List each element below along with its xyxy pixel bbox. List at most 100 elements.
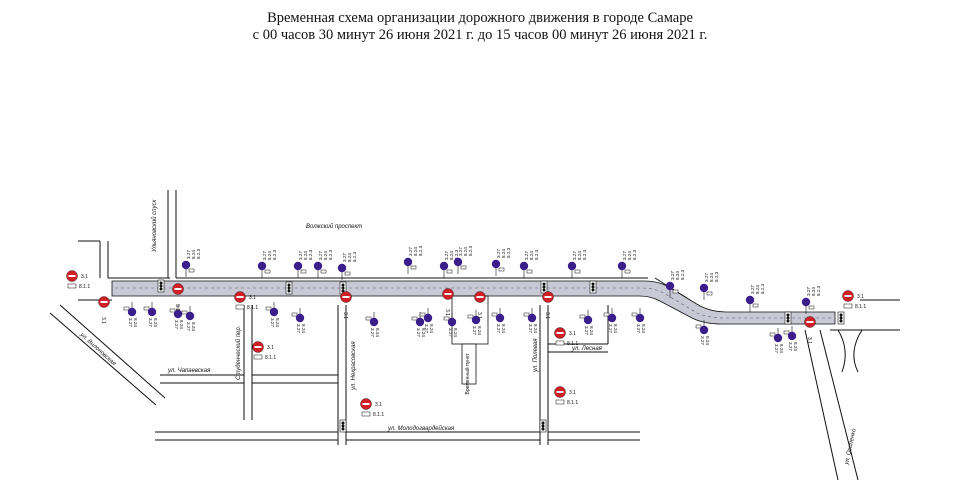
- svg-text:8.1.1: 8.1.1: [247, 305, 258, 311]
- svg-text:3.1: 3.1: [569, 331, 576, 337]
- svg-text:8.1.1: 8.1.1: [79, 284, 90, 290]
- svg-text:8.2.3: 8.2.3: [760, 283, 765, 294]
- svg-text:3.1: 3.1: [267, 345, 274, 351]
- svg-text:3.1: 3.1: [476, 312, 482, 319]
- svg-text:3.27: 3.27: [270, 318, 275, 327]
- svg-text:8.2.3: 8.2.3: [506, 247, 511, 258]
- svg-text:3.1: 3.1: [81, 274, 88, 280]
- svg-text:3.27: 3.27: [416, 328, 421, 337]
- svg-text:3.1: 3.1: [806, 337, 812, 344]
- svg-text:3.27: 3.27: [608, 324, 613, 333]
- no-entry-sign: 3.1: [172, 283, 184, 311]
- svg-text:8.2.3: 8.2.3: [272, 249, 277, 260]
- svg-text:3.27: 3.27: [298, 251, 303, 260]
- svg-text:8.24: 8.24: [449, 251, 454, 260]
- svg-text:3.27: 3.27: [636, 324, 641, 333]
- svg-text:8.24: 8.24: [627, 251, 632, 260]
- svg-text:8.24: 8.24: [267, 251, 272, 260]
- no-parking-sign-icon: [699, 283, 709, 293]
- svg-text:8.2.3: 8.2.3: [680, 269, 685, 280]
- no-parking-sign-icon: [607, 313, 617, 323]
- svg-text:8.2.3: 8.2.3: [454, 249, 459, 260]
- no-entry-sign: 3.1: [442, 288, 454, 316]
- no-entry-sign: 3.18.1.1: [554, 327, 578, 347]
- no-parking-sign-icon: [453, 257, 463, 267]
- street-label-lesnaya: ул. Лесная: [571, 346, 603, 352]
- street-label-polevaya: ул. Полевая: [533, 338, 539, 373]
- svg-text:8.24: 8.24: [577, 251, 582, 260]
- svg-text:3.27: 3.27: [700, 336, 705, 345]
- no-parking-sign-icon: [801, 297, 811, 307]
- svg-text:8.24: 8.24: [323, 251, 328, 260]
- no-entry-sign: 3.18.1.1: [554, 386, 578, 406]
- svg-text:3.27: 3.27: [174, 320, 179, 329]
- svg-text:3.27: 3.27: [774, 344, 779, 353]
- no-parking-sign-icon: [495, 313, 505, 323]
- svg-text:3.27: 3.27: [424, 324, 429, 333]
- svg-text:3.27: 3.27: [704, 273, 709, 282]
- svg-text:3.1: 3.1: [342, 312, 348, 319]
- svg-text:8.2.3: 8.2.3: [816, 285, 821, 296]
- svg-text:8.24: 8.24: [347, 253, 352, 262]
- svg-text:3.1: 3.1: [249, 295, 256, 301]
- svg-text:3.1: 3.1: [857, 294, 864, 300]
- svg-text:3.27: 3.27: [750, 285, 755, 294]
- no-parking-sign-icon: [257, 261, 267, 271]
- no-entry-sign: 3.1: [804, 316, 816, 344]
- closed-road-section: [111, 280, 836, 325]
- svg-text:8.24: 8.24: [501, 249, 506, 258]
- svg-text:3.27: 3.27: [524, 251, 529, 260]
- svg-text:8.24: 8.24: [529, 251, 534, 260]
- svg-text:8.24: 8.24: [589, 326, 594, 335]
- svg-text:8.24: 8.24: [429, 324, 434, 333]
- svg-text:3.27: 3.27: [572, 251, 577, 260]
- no-parking-sign-icon: [293, 261, 303, 271]
- no-parking-sign-icon: [337, 263, 347, 273]
- svg-text:8.2.3: 8.2.3: [418, 245, 423, 256]
- no-parking-sign-icon: [773, 333, 783, 343]
- svg-text:8.24: 8.24: [421, 328, 426, 337]
- svg-text:3.1: 3.1: [375, 402, 382, 408]
- svg-text:8.1.1: 8.1.1: [265, 355, 276, 361]
- svg-text:8.1.1: 8.1.1: [567, 400, 578, 406]
- svg-text:8.2.3: 8.2.3: [632, 249, 637, 260]
- svg-text:8.2.3: 8.2.3: [328, 249, 333, 260]
- svg-text:8.2.3: 8.2.3: [196, 248, 201, 259]
- no-parking-sign-icon: [699, 325, 709, 335]
- scheme-title-line-1: Временная схема организации дорожного дв…: [267, 10, 693, 26]
- scheme-title-line-2: с 00 часов 30 минут 26 июня 2021 г. до 1…: [252, 27, 708, 43]
- svg-text:8.2.3: 8.2.3: [714, 271, 719, 282]
- no-parking-sign-icon: [369, 317, 379, 327]
- traffic-lights: [157, 279, 845, 433]
- svg-text:3.1: 3.1: [174, 304, 180, 311]
- svg-text:3.27: 3.27: [318, 251, 323, 260]
- svg-text:8.24: 8.24: [303, 251, 308, 260]
- street-label-chapaevskaya: ул. Чапаевская: [167, 368, 211, 374]
- no-parking-sign-icon: [491, 259, 501, 269]
- svg-text:8.24: 8.24: [641, 324, 646, 333]
- svg-text:3.1: 3.1: [444, 309, 450, 316]
- no-parking-sign-icon: [471, 315, 481, 325]
- no-parking-sign-icon: [181, 260, 191, 270]
- svg-text:8.24: 8.24: [779, 344, 784, 353]
